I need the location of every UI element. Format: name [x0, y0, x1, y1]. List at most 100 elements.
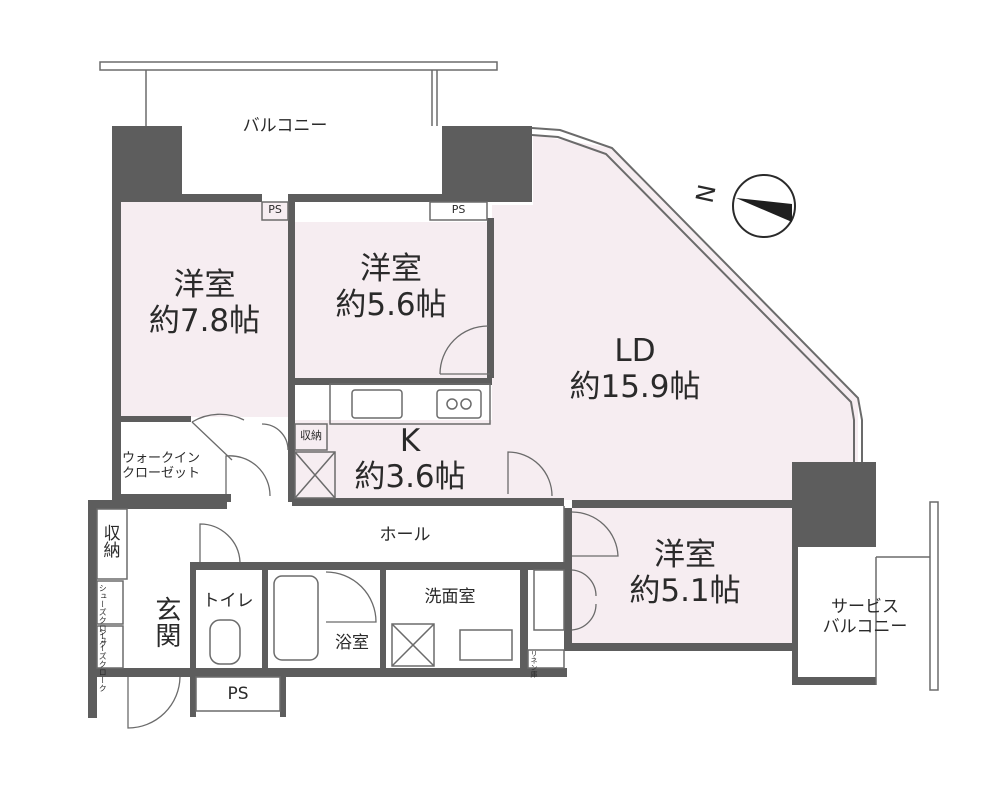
wall-kitchen-bottom: [292, 498, 564, 506]
walkin-label: ウォークイン クローゼット: [122, 451, 201, 482]
door-room2: [439, 325, 490, 375]
ld-fill: [492, 135, 858, 500]
walkin-line1: ウォークイン: [122, 451, 201, 466]
wall-bath-right: [380, 570, 386, 670]
shoes1-label: シューズクローク: [98, 584, 108, 648]
room2-name: 洋室: [360, 251, 422, 287]
room1-label: 洋室 約7.8帖: [121, 267, 288, 339]
burner2: [460, 398, 472, 410]
burner1: [446, 398, 458, 410]
wall-div-room2-right: [487, 218, 494, 378]
wall-ps-bottom: [190, 677, 196, 717]
door-room3-closet: [571, 569, 597, 631]
shoes1-box: [96, 580, 124, 625]
room3-name: 洋室: [654, 537, 716, 573]
wall-hall-top: [97, 500, 227, 509]
ps-bottom-label: PS: [227, 684, 249, 704]
balcony-rail: [99, 61, 498, 71]
bath-label: 浴室: [335, 633, 369, 653]
walkin-line2: クローゼット: [122, 465, 201, 481]
wall-left-lower: [88, 500, 97, 718]
door-room1: [191, 413, 245, 461]
door-kitchen-ld: [507, 451, 553, 497]
door-walkin: [225, 455, 271, 497]
wall-bottom: [97, 668, 567, 677]
ps-top-mid-box: [429, 201, 488, 221]
washbasin: [459, 629, 513, 661]
ld-inner-curve: [531, 134, 855, 462]
ld-size: 約15.9帖: [569, 368, 701, 405]
kitchen-label: K 約3.6帖: [340, 423, 480, 495]
wall-room3-bottom: [564, 643, 796, 651]
ld-curved-wall: [531, 127, 863, 462]
kitchen-name: K: [399, 423, 421, 459]
washer-box: [391, 623, 435, 667]
wall-div-v1: [288, 202, 295, 502]
pillar-top-left: [112, 126, 182, 202]
shoes2-box: [96, 625, 124, 669]
door-entrance: [127, 676, 181, 729]
wall-walkin-bottom: [121, 494, 231, 502]
door-swings: [127, 325, 619, 729]
door-bath: [325, 571, 377, 623]
kitchen-size: 約3.6帖: [354, 458, 466, 495]
fridge-x2: [294, 451, 336, 499]
walls: [88, 126, 876, 718]
service-balcony: [875, 501, 939, 691]
wall-room3-left: [564, 508, 572, 648]
room3-label: 洋室 約5.1帖: [600, 537, 770, 609]
balcony-label: バルコニー: [242, 116, 328, 136]
ps-bottom-box: [195, 676, 281, 712]
wall-room1-bottom: [121, 416, 191, 422]
room3-closet: [533, 569, 565, 631]
service-balcony-line1: サービス: [831, 597, 899, 617]
stove2: [436, 389, 482, 419]
wall-top-left-room: [182, 194, 262, 202]
service-balcony-label: サービス バルコニー: [800, 597, 930, 637]
wall-toilet-left: [190, 570, 196, 670]
compass-needle: [736, 198, 792, 222]
room3-size: 約5.1帖: [629, 572, 741, 609]
toilet-label: トイレ: [202, 591, 254, 611]
wall-sb-bottom: [796, 677, 876, 685]
room1-name: 洋室: [173, 267, 236, 303]
door-storage-small: [261, 423, 289, 451]
pillar-right: [792, 462, 876, 547]
bathtub: [273, 575, 319, 661]
wall-toilet-right: [262, 570, 268, 670]
ld-outer-curve: [531, 127, 863, 462]
entrance-storage-box: [96, 508, 128, 580]
wall-wash-right: [520, 570, 528, 670]
wall-left-upper: [112, 202, 121, 500]
storage-small-label: 収納: [300, 429, 322, 442]
shoes2-label: シューズクローク: [98, 628, 108, 692]
ld-label: LD 約15.9帖: [560, 333, 710, 405]
wall-hall-bottom: [190, 562, 570, 570]
room2-label: 洋室 約5.6帖: [295, 251, 487, 323]
room2-fill: [295, 222, 487, 382]
toilet-body: [209, 619, 241, 665]
room1-size: 約7.8帖: [148, 302, 261, 339]
storage-entry-label: 収納: [99, 524, 120, 558]
washroom-label: 洗面室: [424, 587, 476, 607]
fridge-box: [294, 451, 336, 499]
wall-sb-left: [792, 547, 798, 685]
kitchen-counter: [329, 383, 491, 425]
room1-fill: [121, 202, 288, 417]
hall-label: ホール: [379, 525, 431, 545]
wall-room3-top: [572, 500, 792, 508]
ld-name: LD: [614, 333, 656, 369]
door-room3: [571, 511, 619, 557]
room2-size: 約5.6帖: [335, 286, 447, 323]
room-fills: [121, 135, 858, 643]
wall-ps-bottom-r: [280, 677, 286, 717]
storage-small-box: [294, 423, 328, 451]
linen-label: リネン庫: [530, 650, 539, 678]
ps-top-mid-label: PS: [451, 203, 466, 216]
compass: [732, 174, 796, 238]
ps-top-left-label: PS: [268, 203, 282, 216]
balcony: [99, 61, 498, 126]
wall-room2-bottom: [295, 378, 492, 385]
washer-x2: [391, 623, 435, 667]
